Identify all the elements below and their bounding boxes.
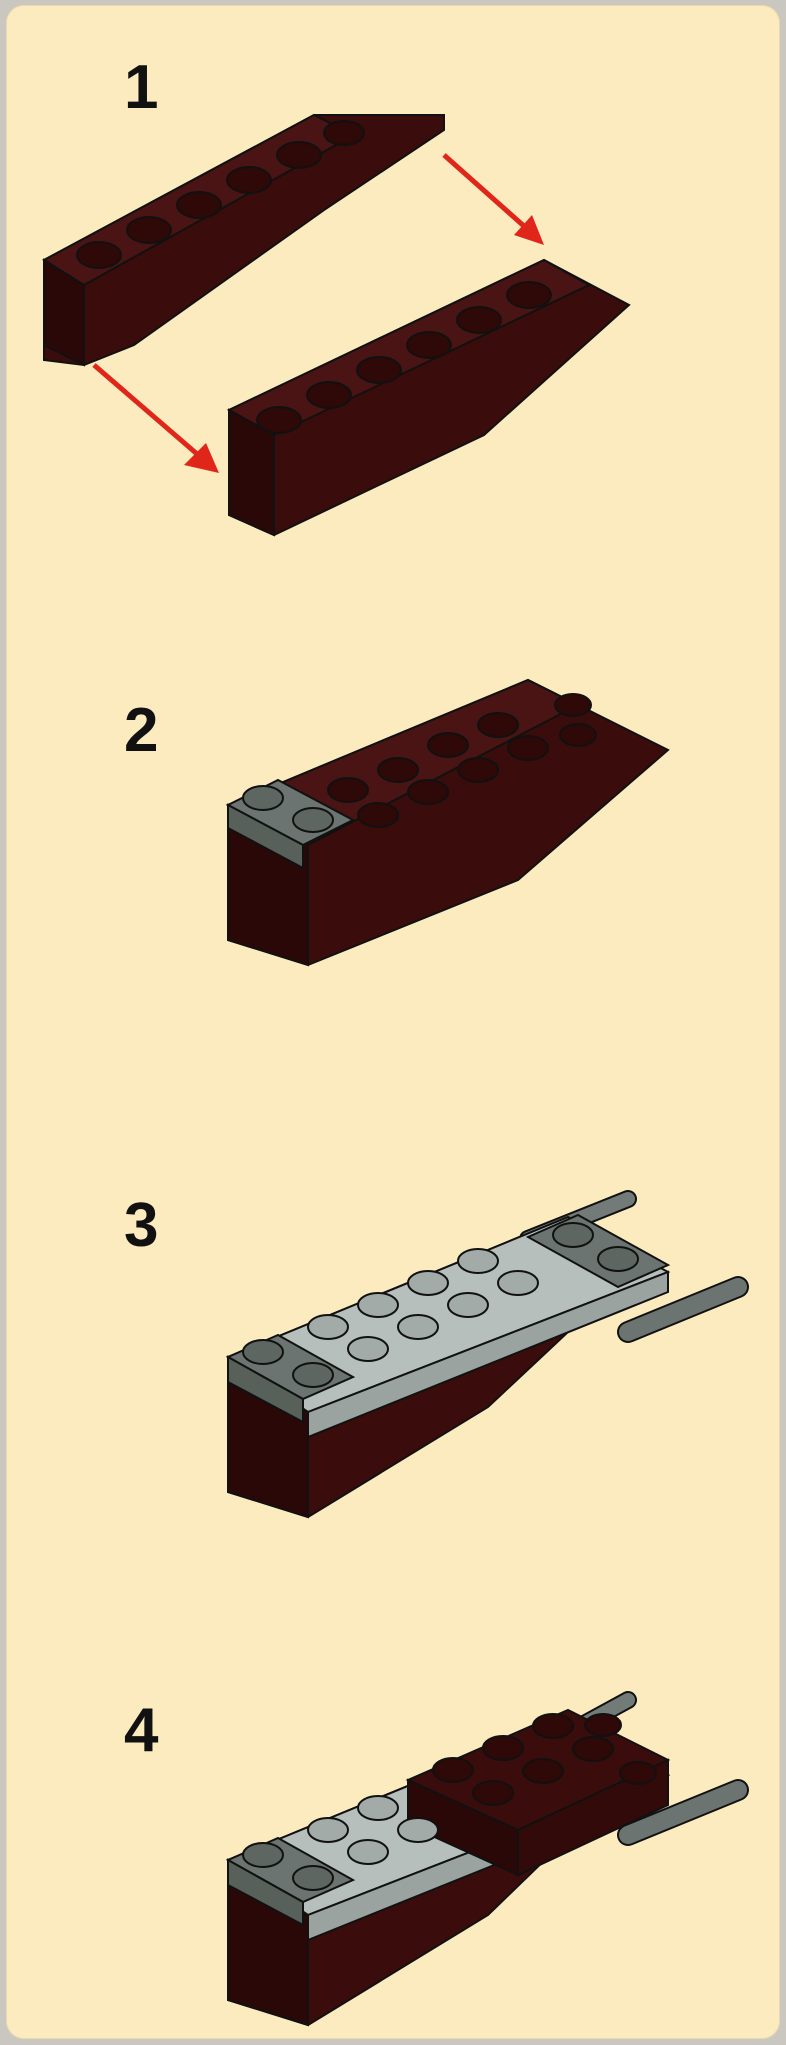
- slope-brick-left: [44, 115, 444, 365]
- step-2-bricks: [228, 680, 668, 970]
- step-4-illustration: [228, 1685, 748, 2035]
- step-3-bricks: [228, 1187, 748, 1517]
- step-number-2: 2: [124, 700, 158, 762]
- step-4-bricks: [228, 1685, 748, 2035]
- step-number-1: 1: [124, 57, 158, 119]
- step-number-3: 3: [124, 1195, 158, 1257]
- step-3-illustration: [228, 1187, 748, 1517]
- step-1-illustration: [44, 115, 644, 535]
- step-2-illustration: [228, 680, 668, 970]
- step-1-bricks: [44, 115, 644, 535]
- step-number-4: 4: [124, 1700, 158, 1762]
- slope-brick-right: [229, 260, 629, 535]
- instructions-panel: 1: [6, 5, 780, 2039]
